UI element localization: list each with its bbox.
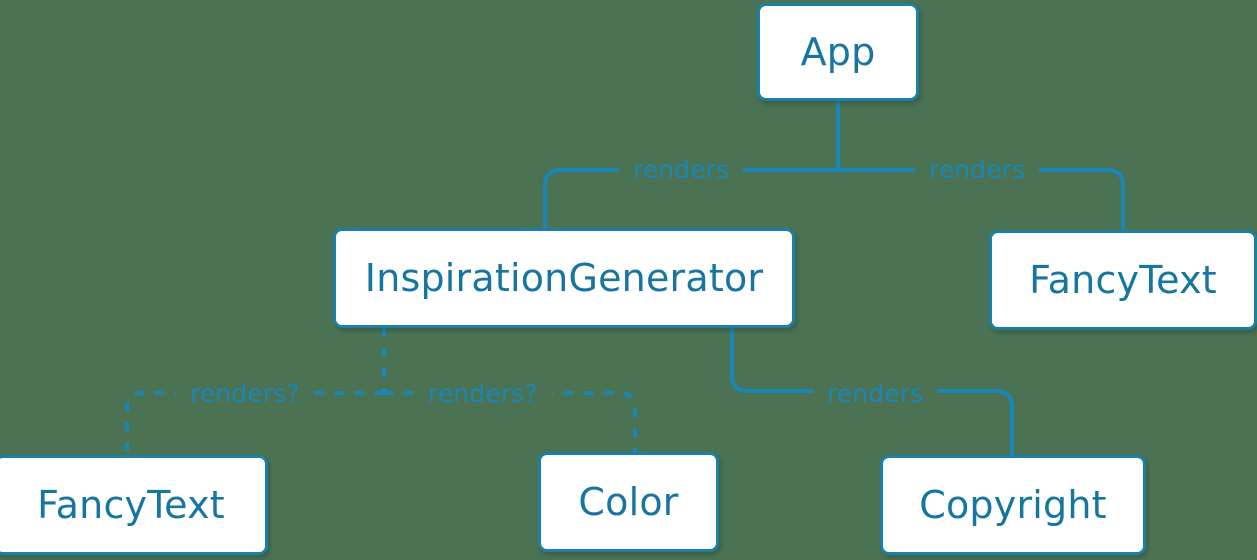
edge-inspiration-to-color xyxy=(384,391,637,452)
node-inspiration-generator[interactable]: InspirationGenerator xyxy=(333,228,795,328)
edge-label-app-to-inspiration: renders xyxy=(619,157,744,182)
node-fancytext-bottom[interactable]: FancyText xyxy=(0,455,268,555)
edge-label-app-to-fancytext: renders xyxy=(915,157,1040,182)
edge-inspiration-to-fancytext-bottom xyxy=(125,391,384,455)
node-copyright[interactable]: Copyright xyxy=(880,455,1146,555)
node-inspiration-generator-label: InspirationGenerator xyxy=(364,256,764,300)
edge-app-to-fancytext xyxy=(836,168,1125,232)
edge-label-inspiration-to-copyright: renders xyxy=(813,381,938,406)
edge-app-to-inspiration xyxy=(543,168,840,230)
node-app-label: App xyxy=(800,30,876,74)
edge-label-inspiration-to-fancytext-bottom: renders? xyxy=(176,381,314,406)
node-app[interactable]: App xyxy=(757,3,919,101)
edge-label-inspiration-to-color: renders? xyxy=(414,381,552,406)
node-fancytext-top[interactable]: FancyText xyxy=(989,230,1257,330)
node-color-label: Color xyxy=(578,480,679,524)
node-fancytext-bottom-label: FancyText xyxy=(37,483,225,527)
node-copyright-label: Copyright xyxy=(919,483,1107,527)
node-fancytext-top-label: FancyText xyxy=(1029,258,1217,302)
node-color[interactable]: Color xyxy=(538,452,719,552)
